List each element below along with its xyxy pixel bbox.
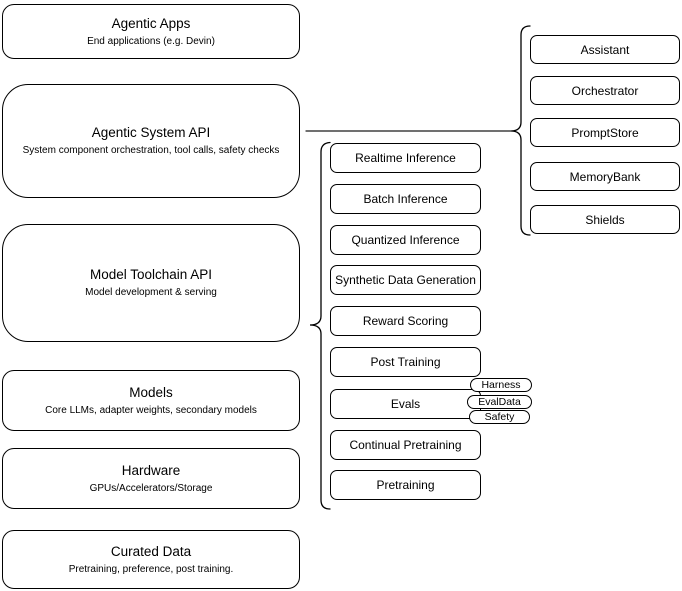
node-title: Curated Data bbox=[110, 543, 192, 559]
node-model-toolchain-api: Model Toolchain API Model development & … bbox=[2, 224, 300, 342]
node-promptstore: PromptStore bbox=[530, 118, 680, 147]
node-synthetic-data-generation: Synthetic Data Generation bbox=[330, 265, 481, 295]
node-title: Agentic Apps bbox=[111, 15, 191, 31]
node-reward-scoring: Reward Scoring bbox=[330, 306, 481, 336]
node-batch-inference: Batch Inference bbox=[330, 184, 481, 214]
pill-safety: Safety bbox=[469, 410, 530, 424]
node-subtitle: System component orchestration, tool cal… bbox=[22, 145, 280, 156]
node-title: Model Toolchain API bbox=[89, 267, 213, 282]
node-continual-pretraining: Continual Pretraining bbox=[330, 430, 481, 460]
node-post-training: Post Training bbox=[330, 347, 481, 377]
node-pretraining: Pretraining bbox=[330, 470, 481, 500]
node-quantized-inference: Quantized Inference bbox=[330, 225, 481, 255]
node-realtime-inference: Realtime Inference bbox=[330, 143, 481, 173]
node-title: Models bbox=[129, 384, 173, 400]
node-title: Agentic System API bbox=[91, 125, 211, 140]
middle-column-brace bbox=[309, 141, 331, 510]
node-agentic-system-api: Agentic System API System component orch… bbox=[2, 84, 300, 198]
node-evals: Evals bbox=[330, 389, 481, 419]
node-curated-data: Curated Data Pretraining, preference, po… bbox=[2, 530, 300, 589]
node-subtitle: GPUs/Accelerators/Storage bbox=[89, 482, 213, 494]
node-assistant: Assistant bbox=[530, 35, 680, 64]
right-column-brace bbox=[510, 25, 531, 236]
node-subtitle: Core LLMs, adapter weights, secondary mo… bbox=[45, 404, 257, 416]
node-orchestrator: Orchestrator bbox=[530, 76, 680, 105]
node-subtitle: Model development & serving bbox=[85, 287, 217, 298]
node-memorybank: MemoryBank bbox=[530, 162, 680, 191]
node-hardware: Hardware GPUs/Accelerators/Storage bbox=[2, 448, 300, 509]
pill-evaldata: EvalData bbox=[467, 395, 532, 409]
node-subtitle: Pretraining, preference, post training. bbox=[68, 563, 234, 575]
node-agentic-apps: Agentic Apps End applications (e.g. Devi… bbox=[2, 4, 300, 59]
pill-harness: Harness bbox=[470, 378, 532, 392]
node-shields: Shields bbox=[530, 205, 680, 234]
node-subtitle: End applications (e.g. Devin) bbox=[87, 35, 215, 47]
node-models: Models Core LLMs, adapter weights, secon… bbox=[2, 370, 300, 431]
node-title: Hardware bbox=[121, 462, 181, 478]
